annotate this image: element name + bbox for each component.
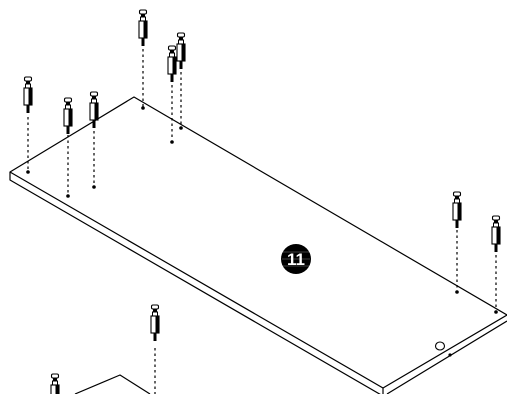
panel-board [9,96,507,394]
dowel-pin [452,191,462,228]
lower-panel-partial [74,374,151,394]
cam-hole [434,341,446,351]
dowel-pin [167,45,177,82]
dowel-pin [63,97,73,134]
step-badge: 11 [281,244,311,274]
pilot-holes [26,106,498,314]
dowel-pin [23,76,33,113]
dowel-group [23,9,501,394]
dowel-pin [150,304,160,341]
guide-lines [27,49,497,394]
dowel-pin [138,9,148,46]
dowel-pin [176,32,186,69]
edge-hole [448,353,452,357]
dowel-pin [89,91,99,128]
dowel-pin [491,215,501,252]
dowel-pin [50,373,60,394]
step-number: 11 [287,250,305,269]
